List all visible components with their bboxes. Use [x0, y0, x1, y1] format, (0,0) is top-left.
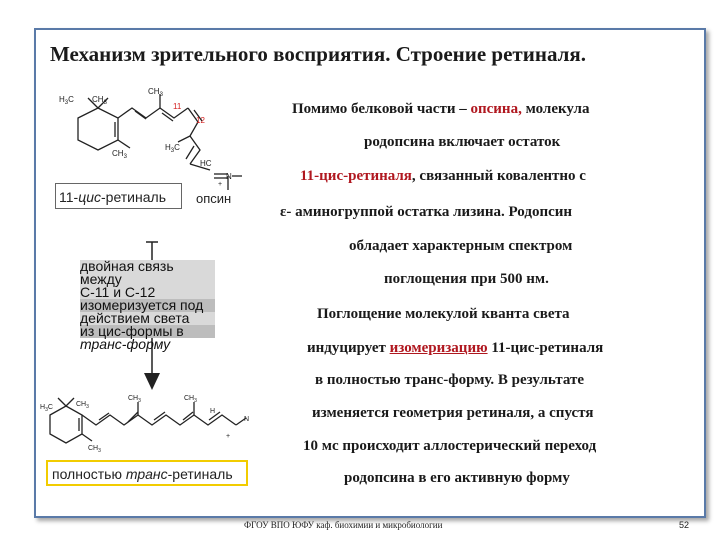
ch3-label: CH3: [112, 149, 128, 160]
label-segment: полностью: [52, 466, 126, 482]
label-segment: 11-: [59, 189, 79, 205]
text-line-4: ε- аминогруппой остатка лизина. Родопсин: [280, 204, 573, 220]
ch3-label: CH3: [76, 401, 89, 410]
note-line: С-11 и С-12: [80, 285, 215, 299]
h3c-label: H3C: [40, 404, 53, 413]
opsin-highlight: опсина,: [470, 101, 522, 117]
text-line-9: в полностью транс-форму. В результате: [315, 372, 584, 388]
cis-retinal-structure: [77, 94, 242, 190]
label-segment: цис: [78, 189, 101, 205]
text-segment: индуцирует: [307, 340, 390, 356]
hc-label: HC: [200, 159, 212, 168]
ch3-label: CH3: [128, 395, 141, 404]
text-segment: 11-цис-ретиналя: [487, 340, 604, 356]
h3c-label: H3C: [59, 95, 74, 106]
text-segment: , связанный ковалентно с: [411, 168, 586, 184]
page-number: 52: [679, 520, 690, 530]
label-segment: -ретиналь: [167, 466, 233, 482]
text-line-2: родопсина включает остаток: [364, 134, 561, 150]
cis-retinal-label-box: 11-цис-ретиналь: [55, 183, 182, 209]
nitrogen-label: N: [244, 416, 249, 423]
text-line-8: индуцирует изомеризацию 11-цис-ретиналя: [307, 340, 603, 357]
nitrogen-label: N: [226, 172, 232, 181]
charge-label: +: [226, 433, 230, 440]
trans-retinal-structure: [49, 397, 247, 444]
cis-retinal-highlight: 11-цис-ретиналя: [300, 168, 412, 184]
text-line-3: 11-цис-ретиналя, связанный ковалентно с: [300, 168, 586, 185]
text-line-12: родопсина в его активную форму: [344, 470, 570, 486]
note-line: действием света: [80, 311, 215, 325]
isomerization-note: двойная связь между С-11 и С-12 изомериз…: [80, 259, 215, 352]
footer-text: ФГОУ ВПО ЮФУ каф. биохимии и микробиолог…: [244, 520, 443, 530]
text-line-7: Поглощение молекулой кванта света: [317, 306, 570, 322]
retinal-structures: H3C CH3 CH3 CH3 H3C 11 12 HC N +: [40, 87, 249, 454]
hydrogen-label: H: [210, 408, 215, 415]
slide-title: Механизм зрительного восприятия. Строени…: [50, 42, 587, 66]
charge-label: +: [218, 181, 222, 188]
text-segment: Помимо белковой части –: [292, 101, 471, 117]
note-line: изомеризуется под: [80, 298, 215, 312]
h3c-label: H3C: [165, 143, 180, 154]
ch3-label: CH3: [92, 95, 108, 106]
isomerization-highlight: изомеризацию: [389, 340, 488, 356]
carbon-12-label: 12: [196, 116, 205, 125]
ch3-label: CH3: [184, 395, 197, 404]
note-text: транс-форму: [80, 336, 171, 352]
text-segment: молекула: [521, 101, 590, 117]
text-line-1: Помимо белковой части – опсина, молекула: [292, 101, 589, 118]
text-line-10: изменяется геометрия ретиналя, а спустя: [312, 405, 594, 421]
carbon-11-label: 11: [173, 102, 182, 111]
opsin-label: опсин: [196, 191, 232, 206]
ch3-label: CH3: [88, 445, 101, 454]
label-segment: транс: [125, 466, 168, 482]
label-segment: -ретиналь: [101, 189, 166, 205]
text-line-6: поглощения при 500 нм.: [384, 271, 549, 287]
note-line: из цис-формы в: [80, 324, 215, 338]
trans-retinal-label-box: полностью транс-ретиналь: [46, 460, 248, 486]
text-line-5: обладает характерным спектром: [349, 238, 573, 254]
ch3-label: CH3: [148, 87, 164, 98]
note-line: транс-форму: [80, 336, 215, 352]
note-line: двойная связь между: [80, 259, 215, 286]
text-line-11: 10 мс происходит аллостерический переход: [303, 438, 597, 454]
